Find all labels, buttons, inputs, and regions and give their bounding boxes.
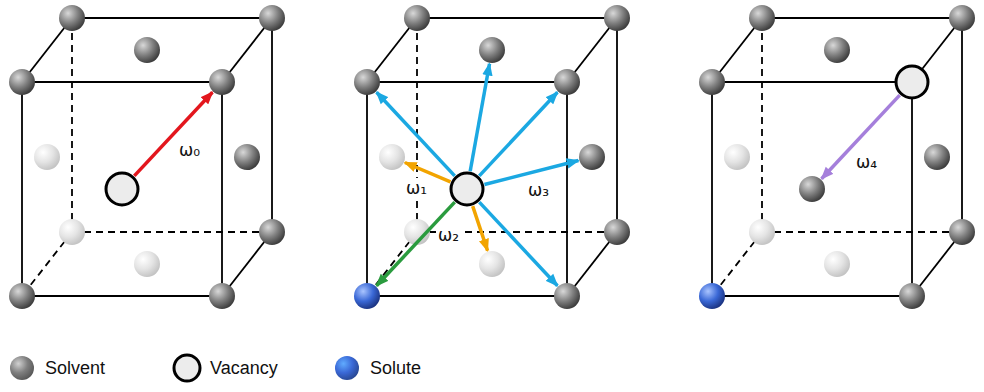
legend-swatch-box [171,352,203,384]
cube-edge [21,82,23,296]
cube-edge [367,295,567,297]
cube-edge [711,82,713,296]
solvent-atom [354,69,380,95]
legend-swatch [335,356,359,380]
solvent-atom [259,5,285,31]
solvent-atom [799,176,825,202]
solvent-atom [554,69,580,95]
hidden-edge [416,18,418,232]
legend-label: Vacancy [210,357,278,379]
jump-arrow [479,92,557,176]
fcc-cube [354,5,630,309]
jump-arrow [470,64,489,172]
hidden-edge [72,231,272,233]
cube-edge [566,82,568,296]
solvent-atom [699,69,725,95]
hidden-edge [761,18,763,232]
vacancy-site [896,66,928,98]
solvent-atom [824,37,850,63]
jump-frequency-label: ω₀ [178,140,201,160]
jump-arrow [377,92,455,176]
cube-edge [366,82,368,296]
solvent-atom [949,5,975,31]
legend-swatch [174,355,200,381]
solute-atom [354,283,380,309]
cube-edge [367,81,567,83]
solvent-atom [9,283,35,309]
cube-edge [616,18,618,232]
fcc-cube [9,5,285,309]
jump-frequency-label: ω₄ [855,152,878,172]
solvent-atom [749,5,775,31]
cube-edge [911,82,913,296]
legend-swatch [10,356,34,380]
jump-frequency-label: ω₃ [527,180,550,200]
solvent-atom [59,5,85,31]
jump-frequency-label: ω₁ [405,178,428,198]
cube-edge [22,295,222,297]
hidden-edge [71,18,73,232]
jump-frequency-label: ω₂ [437,225,460,245]
solute-atom [699,283,725,309]
solvent-atom [209,69,235,95]
jump-arrow [134,92,212,176]
legend-label: Solute [370,357,421,379]
solvent-atom [924,144,950,170]
hidden-atom [379,144,405,170]
legend-swatch-box [331,352,363,384]
solvent-atom [949,219,975,245]
vacancy-site [106,173,138,205]
solvent-atom [9,69,35,95]
solvent-atom [554,283,580,309]
cube-edge [22,81,222,83]
hidden-atom [724,144,750,170]
hidden-atom [134,251,160,277]
solvent-atom [209,283,235,309]
jump-arrow [822,95,900,179]
solvent-atom [604,219,630,245]
solvent-atom [604,5,630,31]
hidden-atom [749,219,775,245]
hidden-atom [59,219,85,245]
cube-edge [72,17,272,19]
jump-arrow [473,206,488,251]
cube-edge [762,17,962,19]
solvent-atom [579,144,605,170]
jump-arrow [479,202,557,286]
hidden-atom [479,251,505,277]
solvent-atom [134,37,160,63]
solvent-atom [234,144,260,170]
cube-edge [712,295,912,297]
hidden-atom [824,251,850,277]
solvent-atom [404,5,430,31]
hidden-edge [762,231,962,233]
solvent-atom [259,219,285,245]
fcc-cube [699,5,975,309]
vacancy-site [451,173,483,205]
solvent-atom [899,283,925,309]
cube-edge [417,17,617,19]
cube-edge [221,82,223,296]
cube-edge [961,18,963,232]
cube-edge [712,81,912,83]
legend-swatch-box [6,352,38,384]
legend-label: Solvent [45,357,105,379]
hidden-atom [34,144,60,170]
solvent-atom [479,37,505,63]
cube-edge [271,18,273,232]
